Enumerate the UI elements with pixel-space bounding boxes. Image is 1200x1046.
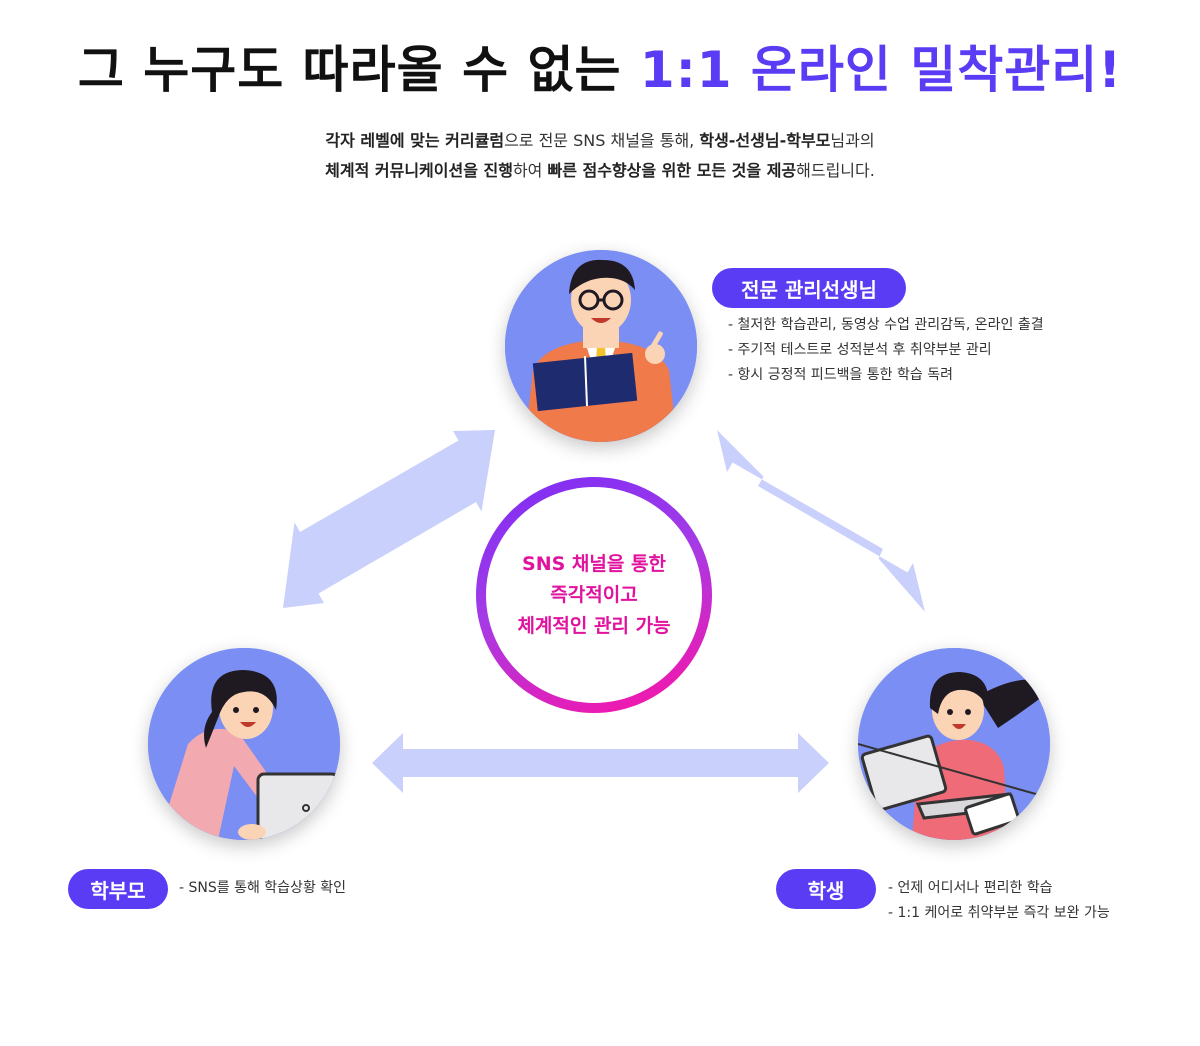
teacher-illustration-icon <box>505 250 697 442</box>
student-illustration-icon <box>858 648 1050 840</box>
parent-avatar <box>148 648 340 840</box>
intro-line-2: 체계적 커뮤니케이션을 진행하여 빠른 점수향상을 위한 모든 것을 제공해드립… <box>0 156 1200 186</box>
title-main: 그 누구도 따라올 수 없는 <box>77 41 622 99</box>
title-accent: 1:1 온라인 밀착관리! <box>639 41 1123 99</box>
teacher-label-badge: 전문 관리선생님 <box>712 268 906 308</box>
student-desc-item: 언제 어디서나 편리한 학습 <box>888 876 1110 901</box>
teacher-desc-item: 항시 긍정적 피드백을 통한 학습 독려 <box>728 363 1044 388</box>
teacher-desc-item: 주기적 테스트로 성적분석 후 취약부분 관리 <box>728 338 1044 363</box>
parent-label-badge: 학부모 <box>68 869 168 909</box>
parent-illustration-icon <box>148 648 340 840</box>
page-title: 그 누구도 따라올 수 없는 1:1 온라인 밀착관리! <box>0 30 1200 102</box>
center-line-2: 즉각적이고 <box>550 583 638 606</box>
intro-line-1: 각자 레벨에 맞는 커리큘럼으로 전문 SNS 채널을 통해, 학생-선생님-학… <box>0 126 1200 156</box>
intro-line-2-text-b: 하여 <box>512 161 548 180</box>
intro-line-2-bold-c: 빠른 점수향상을 위한 모든 것을 제공 <box>547 161 797 180</box>
intro-line-2-bold-a: 체계적 커뮤니케이션을 진행 <box>325 161 513 180</box>
center-line-1: SNS 채널을 통한 <box>522 552 666 575</box>
intro-line-2-text-d: 해드립니다. <box>796 161 875 180</box>
arrow-teacher-parent <box>283 430 495 608</box>
teacher-desc-item: 철저한 학습관리, 동영상 수업 관리감독, 온라인 출결 <box>728 313 1044 338</box>
center-message: SNS 채널을 통한 즉각적이고 체계적인 관리 가능 <box>486 487 702 703</box>
intro-line-1-text-b: 으로 전문 SNS 채널을 통해, <box>504 131 700 150</box>
center-line-3: 체계적인 관리 가능 <box>517 614 671 637</box>
teacher-description-list: 철저한 학습관리, 동영상 수업 관리감독, 온라인 출결 주기적 테스트로 성… <box>728 313 1044 388</box>
parent-desc-item: SNS를 통해 학습상황 확인 <box>179 876 347 901</box>
intro-line-1-bold-c: 학생-선생님-학부모 <box>699 131 831 150</box>
parent-description-list: SNS를 통해 학습상황 확인 <box>179 876 347 901</box>
teacher-avatar <box>505 250 697 442</box>
intro-description: 각자 레벨에 맞는 커리큘럼으로 전문 SNS 채널을 통해, 학생-선생님-학… <box>0 126 1200 186</box>
student-avatar <box>858 648 1050 840</box>
arrow-teacher-student <box>717 430 925 612</box>
student-description-list: 언제 어디서나 편리한 학습 1:1 케어로 취약부분 즉각 보완 가능 <box>888 876 1110 926</box>
center-ring: SNS 채널을 통한 즉각적이고 체계적인 관리 가능 <box>476 477 712 713</box>
arrow-parent-student <box>372 733 829 793</box>
student-label-badge: 학생 <box>776 869 876 909</box>
intro-line-1-text-d: 님과의 <box>830 131 875 150</box>
student-desc-item: 1:1 케어로 취약부분 즉각 보완 가능 <box>888 901 1110 926</box>
intro-line-1-bold-a: 각자 레벨에 맞는 커리큘럼 <box>325 131 505 150</box>
